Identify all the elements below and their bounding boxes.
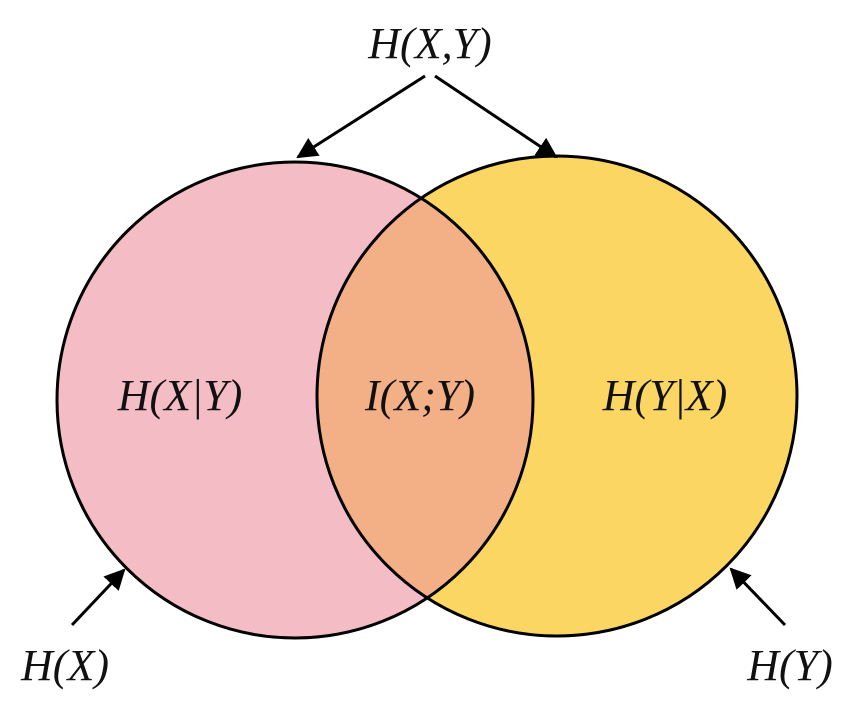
arrow-joint-right <box>434 74 558 159</box>
label-conditional-y-given-x: H(Y|X) <box>602 371 728 420</box>
label-hy: H(Y) <box>746 641 833 690</box>
arrow-hx <box>70 568 126 627</box>
label-hx: H(X) <box>20 641 109 690</box>
label-conditional-x-given-y: H(X|Y) <box>117 371 243 420</box>
arrow-hy <box>729 567 787 627</box>
label-joint-entropy: H(X,Y) <box>367 19 491 68</box>
label-mutual-information: I(X;Y) <box>364 371 475 420</box>
circle-hx-outline <box>55 160 535 640</box>
overlap-region <box>317 162 533 636</box>
arrow-joint-left <box>296 74 426 159</box>
